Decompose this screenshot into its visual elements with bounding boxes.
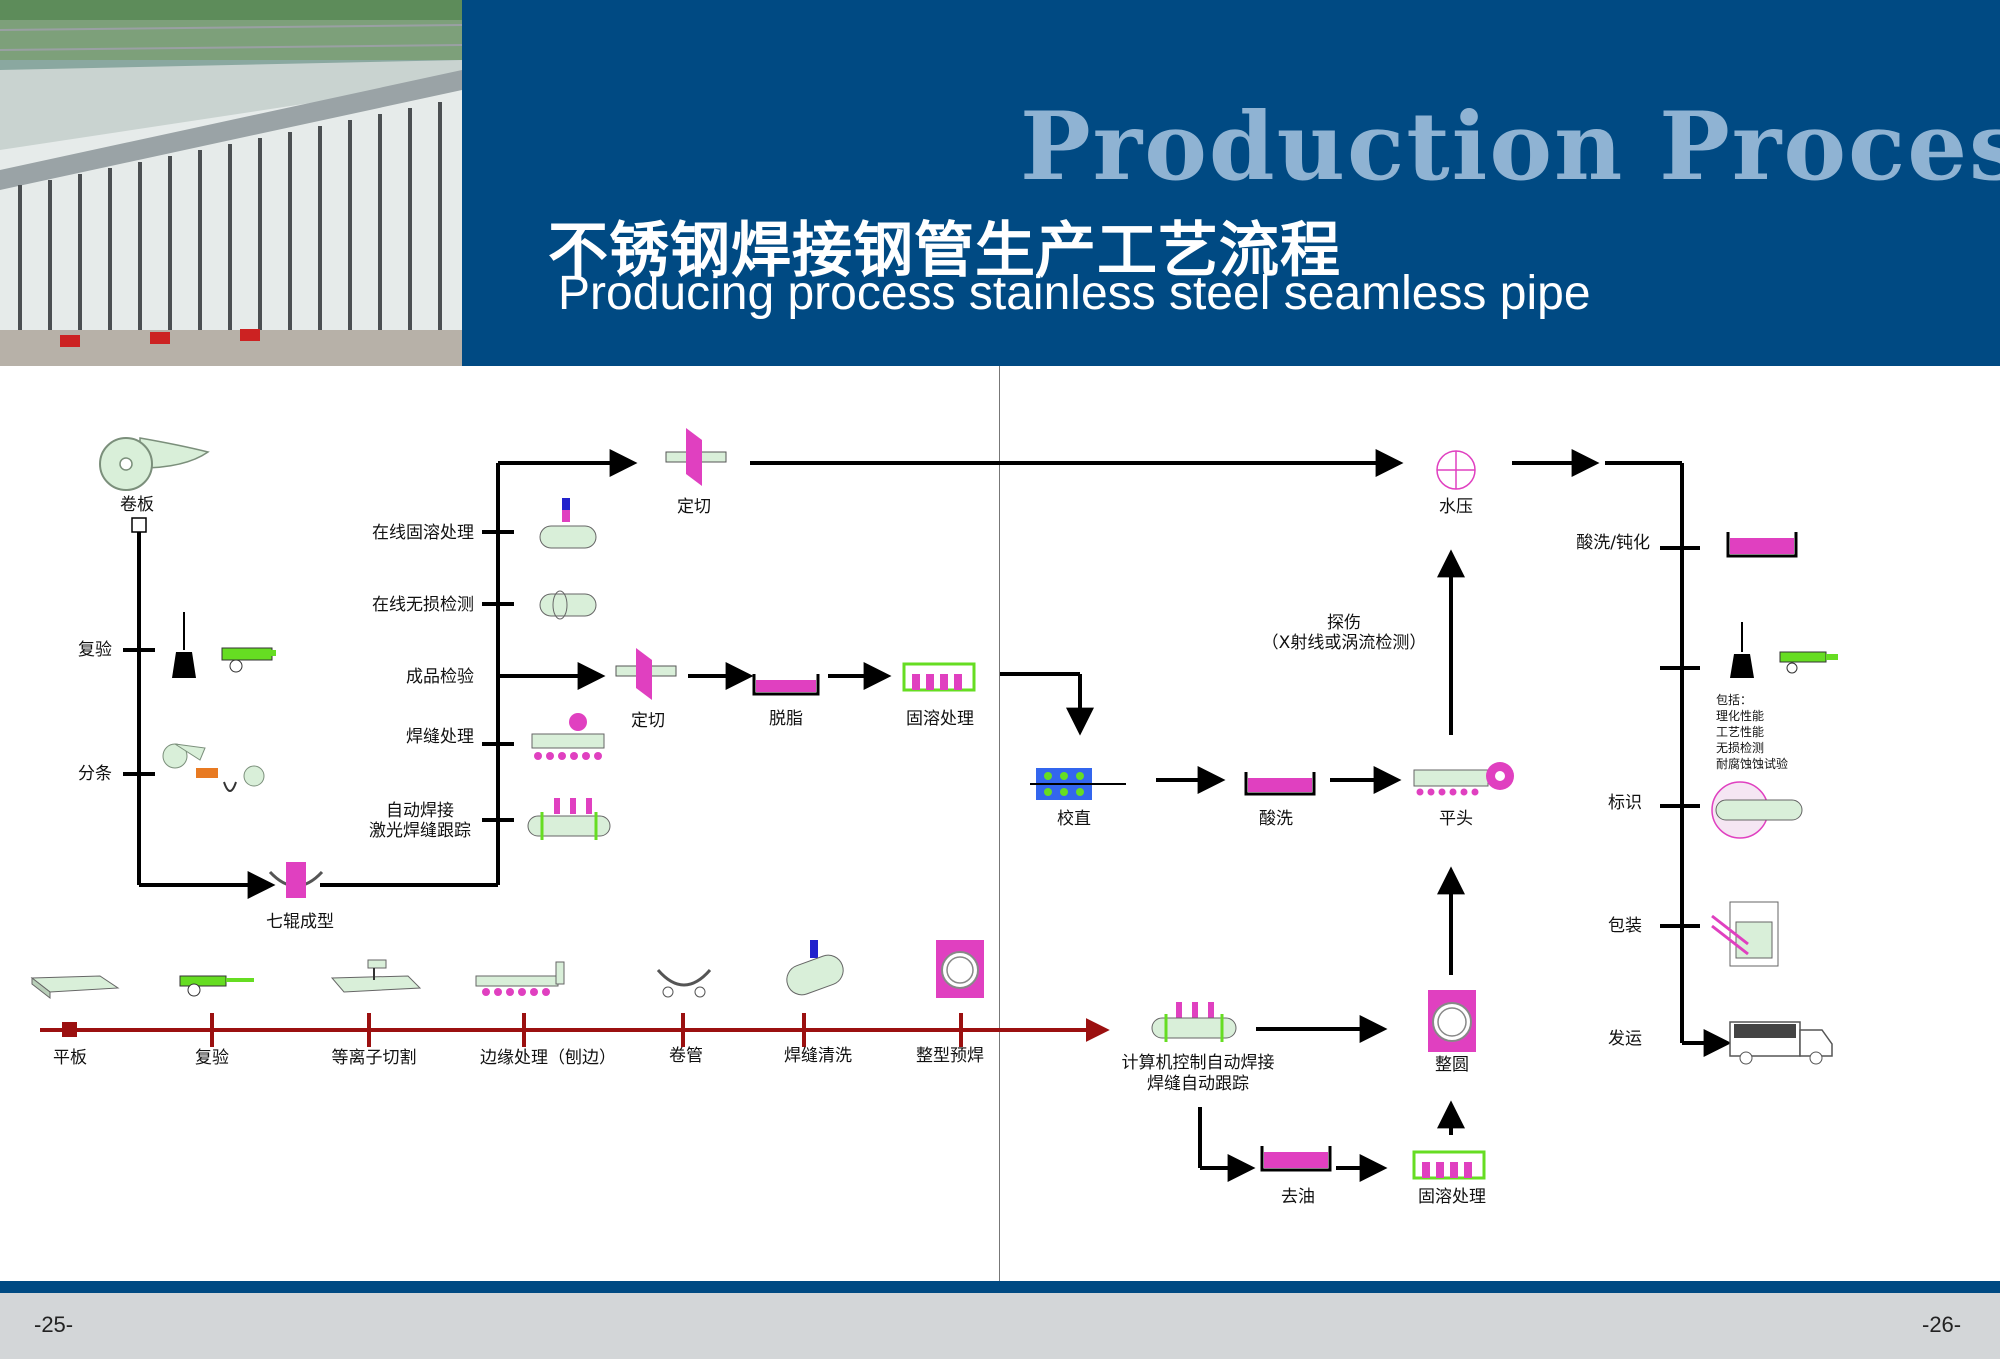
label-flaw-detection-method: （X射线或涡流检测） [1262, 633, 1427, 653]
label-cut-top: 定切 [677, 497, 711, 517]
flow-lines-left [123, 449, 1404, 899]
page-number-right: -26- [1922, 1312, 1962, 1337]
label-slitting: 分条 [78, 764, 112, 784]
railing-photo [0, 0, 462, 366]
label-includes-title: 包括： [1716, 692, 1752, 707]
page-number-left: -25- [34, 1312, 74, 1337]
label-bottom-cleaning: 焊缝清洗 [784, 1046, 852, 1066]
solution-furnace-icon-bottom [1412, 1150, 1486, 1180]
cutter-icon-top [665, 428, 727, 486]
label-marking: 标识 [1608, 793, 1642, 813]
label-straightening: 校直 [1057, 809, 1091, 829]
inspection-gun-icon [221, 647, 276, 673]
label-coil: 卷板 [120, 495, 154, 515]
label-packaging: 包装 [1608, 916, 1642, 936]
laser-weld-icon [527, 798, 611, 840]
label-bottom-plate: 平板 [53, 1048, 87, 1068]
label-hydrostatic: 水压 [1439, 497, 1473, 517]
cutter-icon-mid [615, 648, 677, 700]
label-passivation: 酸洗/钝化 [1576, 533, 1650, 553]
label-computer-weld-1: 计算机控制自动焊接 [1122, 1053, 1275, 1073]
page-divider [999, 366, 1000, 1281]
header-banner: Production Process 不锈钢焊接钢管生产工艺流程 Produci… [0, 0, 2000, 366]
facing-icon [1413, 762, 1514, 796]
label-deoiling: 去油 [1281, 1187, 1315, 1207]
hydrostatic-test-icon [1436, 450, 1476, 490]
process-flow-diagram: 卷板 复验 分条 七辊成型 在线固溶处理 在线无损检测 成品检验 焊缝处理 自动… [30, 428, 1838, 1207]
plate-icon [30, 975, 120, 1000]
label-online-ndt: 在线无损检测 [372, 595, 474, 615]
weld-treatment-icon [531, 713, 605, 760]
flask-gun-icon [1730, 622, 1838, 678]
label-facing: 平头 [1439, 809, 1473, 829]
label-includes-3: 无损检测 [1716, 740, 1764, 755]
flask-icon [172, 612, 196, 678]
label-includes-1: 理化性能 [1716, 709, 1764, 723]
label-auto-weld-1: 自动焊接 [386, 801, 454, 821]
online-ndt-icon [539, 590, 597, 620]
title-english-subtitle: Producing process stainless steel seamle… [558, 267, 1591, 320]
label-bottom-recheck: 复验 [195, 1048, 229, 1068]
coil-icon [99, 437, 210, 533]
label-solution-mid: 固溶处理 [906, 709, 974, 729]
label-recheck: 复验 [78, 640, 112, 660]
preweld-forming-icon [936, 940, 984, 998]
deoiling-tank-icon [1260, 1146, 1332, 1172]
marking-icon [1711, 781, 1803, 839]
flow-lines-right [1156, 449, 1732, 1182]
solution-furnace-icon-mid [902, 662, 976, 692]
label-includes-2: 工艺性能 [1716, 725, 1764, 739]
label-weld-treatment: 焊缝处理 [406, 727, 474, 747]
label-solution-bottom: 固溶处理 [1418, 1187, 1486, 1207]
title-chinese: 不锈钢焊接钢管生产工艺流程 [548, 216, 1341, 286]
label-auto-weld-2: 激光焊缝跟踪 [369, 821, 471, 841]
edge-planing-icon [475, 961, 565, 996]
degreasing-tank-icon [752, 674, 820, 696]
recheck-gun-icon [179, 975, 254, 997]
label-bottom-rolling: 卷管 [669, 1046, 703, 1066]
label-pickling: 酸洗 [1259, 809, 1293, 829]
passivation-tank-icon [1726, 532, 1798, 558]
label-bottom-plasma: 等离子切割 [332, 1048, 417, 1068]
label-computer-weld-2: 焊缝自动跟踪 [1147, 1074, 1249, 1094]
title-production-process: Production Process [1020, 92, 2000, 202]
label-bottom-edge: 边缘处理（刨边） [480, 1048, 616, 1068]
pickling-tank-icon [1244, 772, 1316, 796]
label-final-inspection: 成品检验 [406, 667, 474, 687]
label-bottom-preweld: 整型预焊 [916, 1046, 984, 1066]
baseline-start-marker [62, 1022, 77, 1037]
weld-cleaning-icon [786, 940, 844, 996]
plasma-cutting-icon [330, 959, 422, 993]
rounding-icon [1428, 990, 1476, 1052]
pipe-rolling-icon [656, 969, 712, 998]
label-shipping: 发运 [1608, 1029, 1642, 1049]
label-cut-mid: 定切 [631, 711, 665, 731]
baseline-red [40, 1013, 1110, 1047]
truck-icon [1729, 1021, 1833, 1065]
label-includes-4: 耐腐蚀蚀试验 [1716, 756, 1788, 771]
label-seven-roll: 七辊成型 [266, 912, 334, 932]
footer [0, 1293, 2000, 1359]
computer-weld-icon [1151, 1002, 1237, 1042]
footer-stripe [0, 1281, 2000, 1293]
straightening-icon [1030, 768, 1126, 800]
label-online-solution: 在线固溶处理 [372, 523, 474, 543]
packaging-icon [1711, 901, 1779, 967]
online-solution-treatment-icon [539, 498, 597, 549]
seven-roll-forming-icon [268, 862, 324, 898]
label-rounding: 整圆 [1435, 1055, 1469, 1075]
label-flaw-detection: 探伤 [1327, 613, 1361, 633]
slitting-icon [162, 743, 265, 792]
label-degreasing: 脱脂 [769, 709, 803, 729]
